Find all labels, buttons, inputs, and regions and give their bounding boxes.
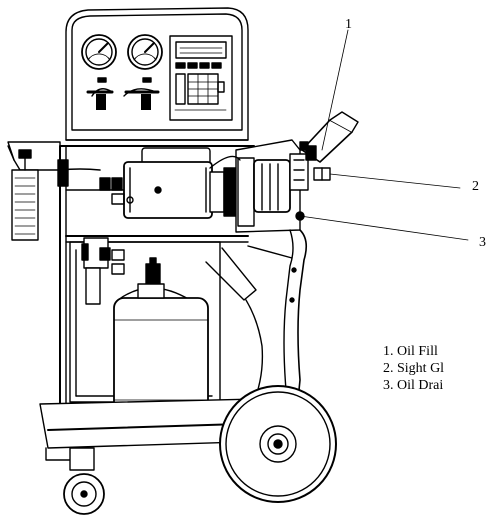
compressor-motor [99,147,237,219]
control-panel-display [169,35,233,121]
parts-legend: 1. Oil Fill 2. Sight Gl 3. Oil Drai [383,343,493,394]
oil-fill-assembly [235,111,359,233]
callout-2: 2 [472,179,479,194]
rear-wheel [219,385,337,503]
callout-3: 3 [479,235,486,250]
valve-knob-icon [86,77,114,110]
legend-item-oil-drain: 3. Oil Drai [383,378,444,393]
callout-1: 1 [345,17,352,32]
refrigerant-tank [113,257,209,421]
rear-housing [205,229,308,421]
legend-item-sight-glass: 2. Sight Gl [383,361,445,376]
pressure-gauge-icon [127,34,163,70]
legend-item-oil-fill: 1. Oil Fill [383,344,438,359]
pressure-gauge-icon [81,34,117,70]
hose [59,155,241,171]
oil-bottle-bracket [7,141,61,241]
callout-leader-lines [299,29,469,241]
caster-wheel [63,447,105,515]
valve-knob-icon [123,77,160,110]
solenoid-valve [81,237,125,305]
